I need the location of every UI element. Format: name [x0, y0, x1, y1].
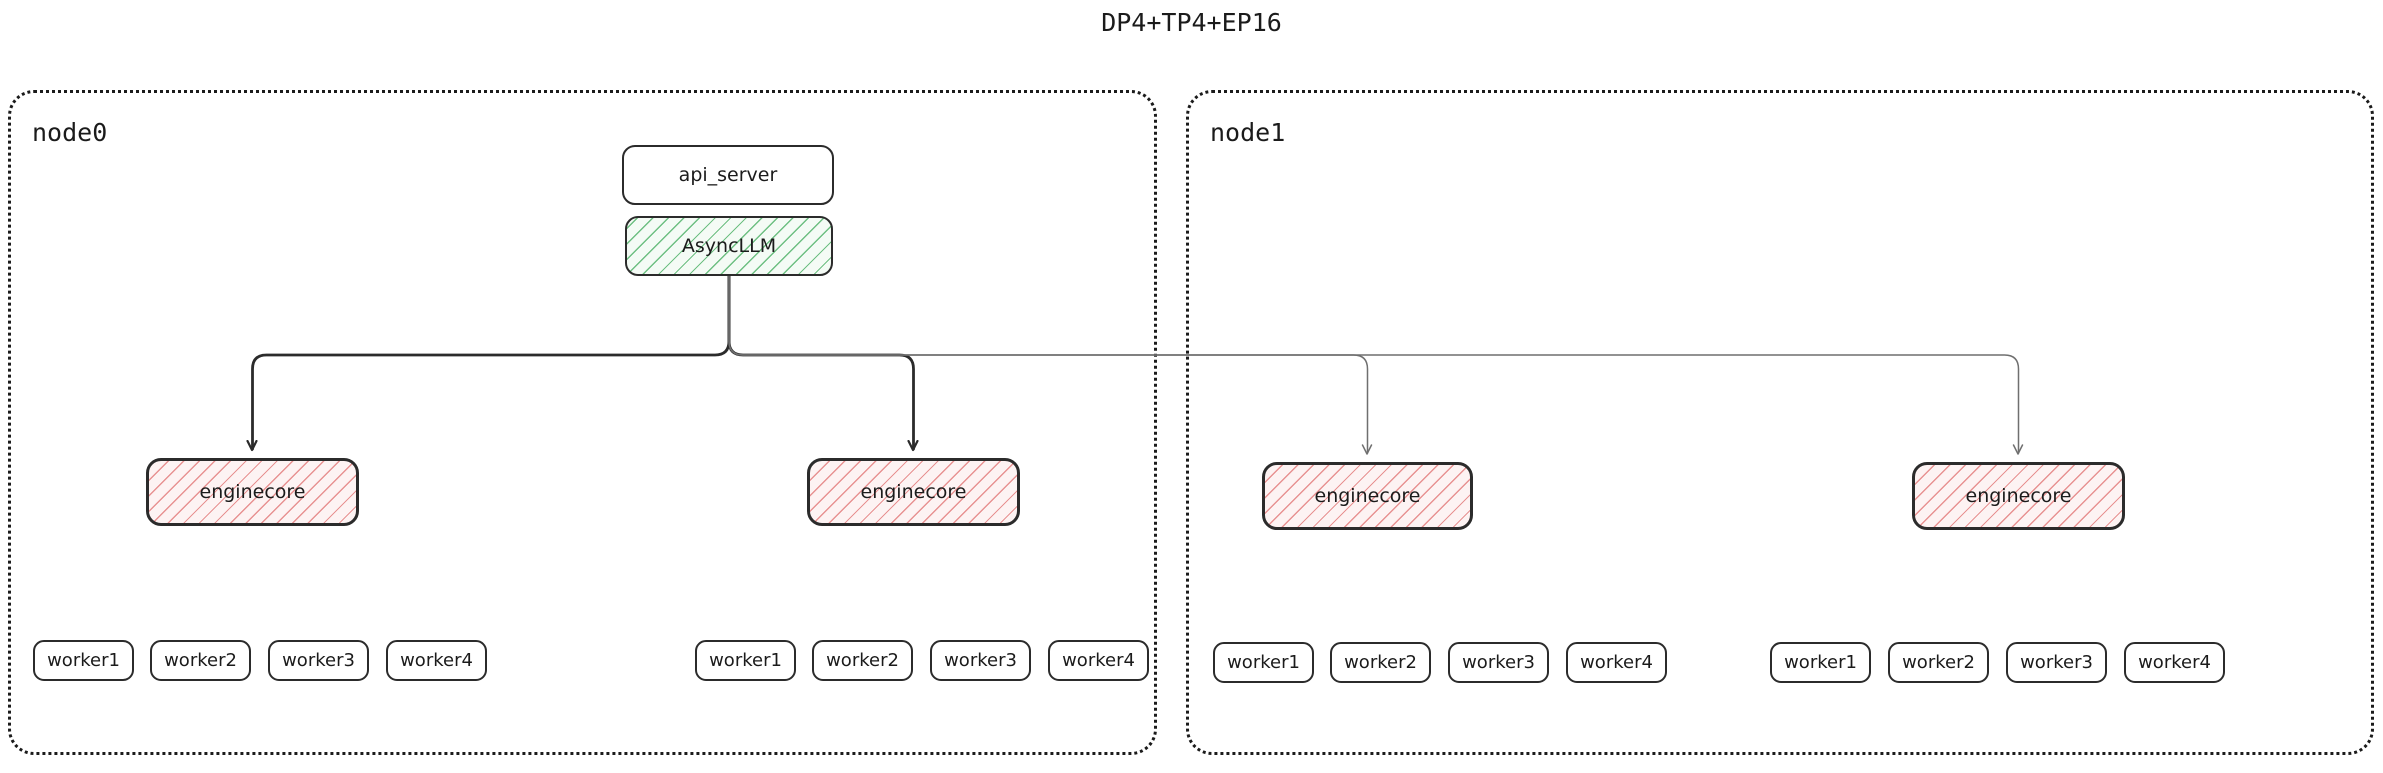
- enginecore-n0-1-box[interactable]: enginecore: [807, 458, 1020, 526]
- worker-n0-g1-3-box[interactable]: worker3: [930, 640, 1031, 681]
- worker-n0-g0-4-label: worker4: [400, 650, 473, 671]
- worker-n0-g1-3-label: worker3: [944, 650, 1017, 671]
- worker-n1-g0-3-label: worker3: [1462, 652, 1535, 673]
- api-server-box[interactable]: api_server: [622, 145, 834, 205]
- enginecore-n1-1-label: enginecore: [1965, 485, 2072, 507]
- worker-n1-g0-3-box[interactable]: worker3: [1448, 642, 1549, 683]
- enginecore-n0-1-label: enginecore: [860, 481, 967, 503]
- node-group-label-node1: node1: [1210, 118, 1286, 147]
- worker-n1-g1-3-label: worker3: [2020, 652, 2093, 673]
- worker-n0-g0-3-box[interactable]: worker3: [268, 640, 369, 681]
- worker-n1-g1-1-label: worker1: [1784, 652, 1857, 673]
- worker-n1-g0-1-label: worker1: [1227, 652, 1300, 673]
- asyncllm-box[interactable]: AsyncLLM: [625, 216, 833, 276]
- worker-n0-g0-3-label: worker3: [282, 650, 355, 671]
- enginecore-n0-0-box[interactable]: enginecore: [146, 458, 359, 526]
- worker-n0-g0-2-label: worker2: [164, 650, 237, 671]
- worker-n1-g0-4-box[interactable]: worker4: [1566, 642, 1667, 683]
- worker-n0-g0-1-box[interactable]: worker1: [33, 640, 134, 681]
- worker-n1-g1-2-box[interactable]: worker2: [1888, 642, 1989, 683]
- worker-n1-g1-4-box[interactable]: worker4: [2124, 642, 2225, 683]
- worker-n0-g1-2-label: worker2: [826, 650, 899, 671]
- worker-n0-g0-2-box[interactable]: worker2: [150, 640, 251, 681]
- worker-n0-g1-1-box[interactable]: worker1: [695, 640, 796, 681]
- enginecore-n1-0-label: enginecore: [1314, 485, 1421, 507]
- enginecore-n1-0-box[interactable]: enginecore: [1262, 462, 1473, 530]
- page-title: DP4+TP4+EP16: [1101, 8, 1282, 37]
- worker-n1-g1-4-label: worker4: [2138, 652, 2211, 673]
- worker-n1-g1-3-box[interactable]: worker3: [2006, 642, 2107, 683]
- asyncllm-label: AsyncLLM: [681, 235, 777, 257]
- worker-n1-g0-1-box[interactable]: worker1: [1213, 642, 1314, 683]
- enginecore-n1-1-box[interactable]: enginecore: [1912, 462, 2125, 530]
- worker-n0-g0-1-label: worker1: [47, 650, 120, 671]
- worker-n0-g1-1-label: worker1: [709, 650, 782, 671]
- enginecore-n0-0-label: enginecore: [199, 481, 306, 503]
- worker-n1-g0-2-box[interactable]: worker2: [1330, 642, 1431, 683]
- worker-n0-g0-4-box[interactable]: worker4: [386, 640, 487, 681]
- worker-n1-g1-1-box[interactable]: worker1: [1770, 642, 1871, 683]
- worker-n0-g1-4-label: worker4: [1062, 650, 1135, 671]
- worker-n1-g0-2-label: worker2: [1344, 652, 1417, 673]
- worker-n0-g1-2-box[interactable]: worker2: [812, 640, 913, 681]
- worker-n1-g0-4-label: worker4: [1580, 652, 1653, 673]
- api-server-label: api_server: [678, 164, 778, 186]
- worker-n1-g1-2-label: worker2: [1902, 652, 1975, 673]
- worker-n0-g1-4-box[interactable]: worker4: [1048, 640, 1149, 681]
- node-group-label-node0: node0: [32, 118, 108, 147]
